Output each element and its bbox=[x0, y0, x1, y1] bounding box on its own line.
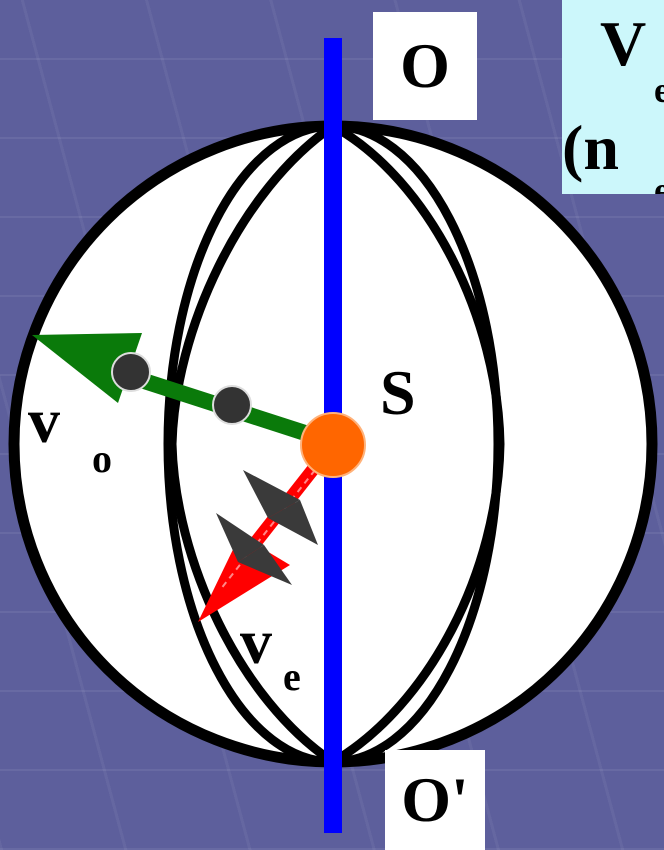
wave-marker-upper bbox=[243, 470, 318, 545]
vector-o-label: v bbox=[28, 385, 60, 456]
vector-o-dot-inner bbox=[212, 385, 252, 425]
vector-e-dashed-center bbox=[219, 469, 316, 591]
vector-e-subscript: e bbox=[283, 654, 301, 699]
formula-line1-subscript: e bbox=[654, 70, 664, 110]
axis-top-label: O bbox=[373, 12, 477, 120]
axis-top-text: O bbox=[400, 30, 450, 101]
star-center bbox=[300, 412, 366, 478]
vector-o-arrowhead bbox=[32, 333, 142, 403]
formula-line2-subscript: e bbox=[654, 170, 664, 194]
formula-line2: (n bbox=[562, 112, 619, 183]
meridian-inner-right bbox=[330, 122, 505, 766]
vector-o-dot-outer bbox=[111, 352, 151, 392]
axis-bottom-text: O' bbox=[401, 764, 469, 835]
wave-marker-lower bbox=[216, 513, 292, 585]
vector-e-label: v bbox=[240, 606, 272, 677]
formula-callout: V e (n e bbox=[562, 0, 664, 194]
meridian-inner bbox=[167, 122, 336, 766]
formula-line1: V bbox=[600, 8, 647, 79]
center-label-s: S bbox=[380, 357, 416, 428]
vector-o-subscript: o bbox=[92, 436, 112, 481]
axis-bottom-label: O' bbox=[385, 750, 485, 850]
